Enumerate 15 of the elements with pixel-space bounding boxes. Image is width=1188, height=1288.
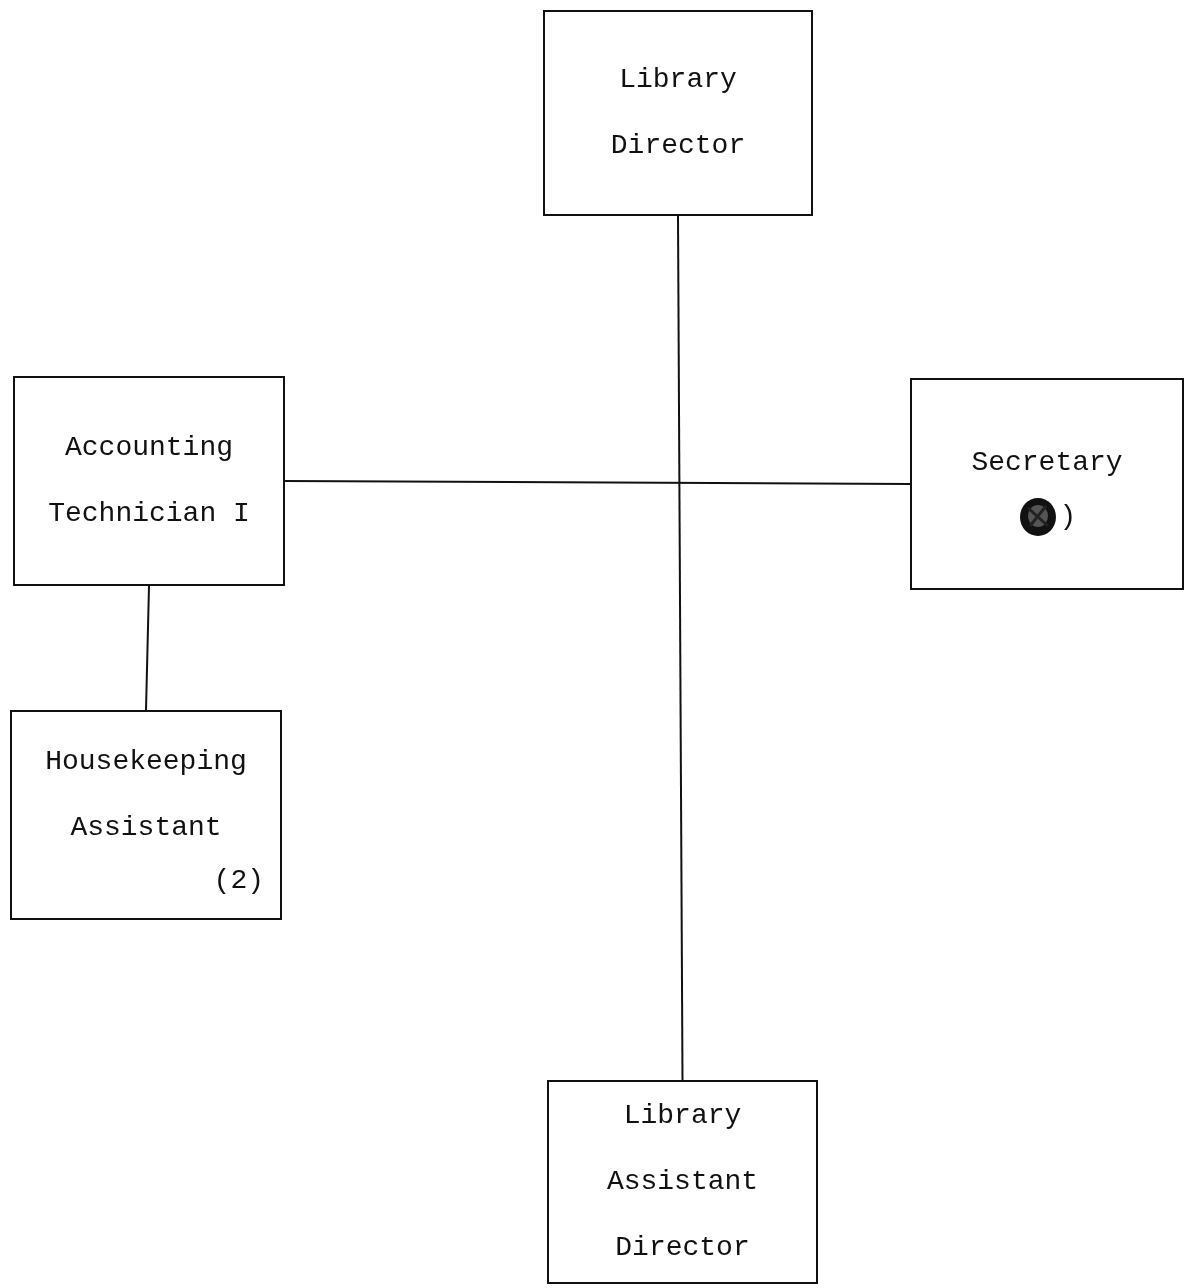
position-box xyxy=(910,378,1184,590)
position-note: ) xyxy=(1059,500,1077,534)
connector-line xyxy=(145,585,150,711)
position-title: Accounting Technician I xyxy=(47,431,251,531)
position-box xyxy=(13,376,285,586)
position-title: Library Assistant Director xyxy=(605,1099,760,1265)
position-title: Housekeeping Assistant xyxy=(44,745,248,845)
position-title: Secretary xyxy=(971,446,1123,480)
position-count: (2) xyxy=(213,864,264,898)
position-box xyxy=(543,10,813,216)
position-box xyxy=(547,1080,818,1284)
connector-line xyxy=(677,215,684,1081)
position-title: Library Director xyxy=(609,63,747,163)
position-box xyxy=(10,710,282,920)
connector-line xyxy=(284,480,911,485)
